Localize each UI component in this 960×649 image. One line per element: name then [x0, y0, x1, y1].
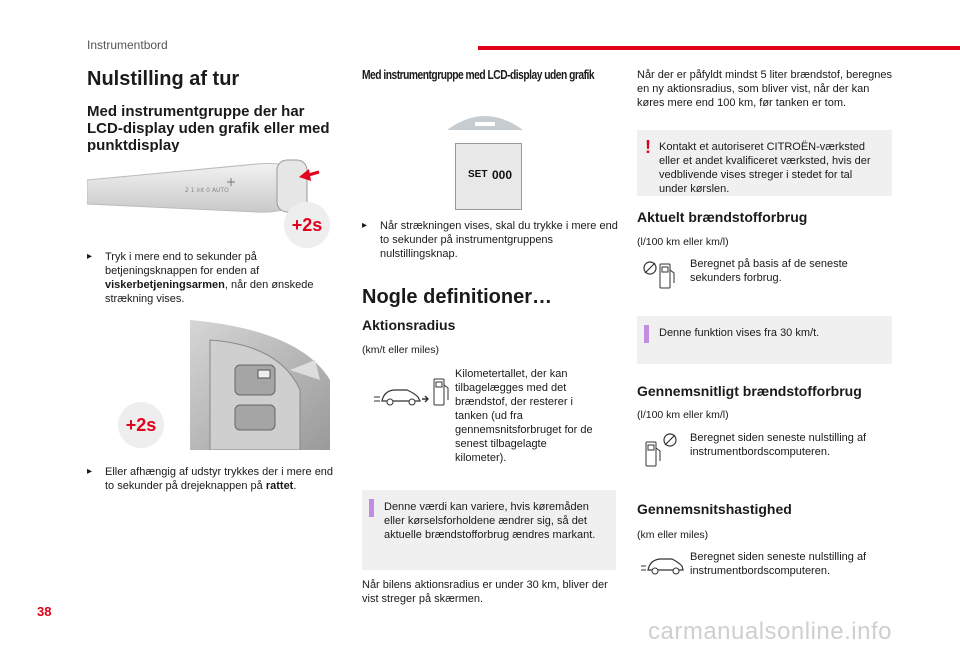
avg-consumption-title: Gennemsnitligt brændstofforbrug — [637, 383, 862, 399]
bullet-reset-instruction: ▸ Når strækningen vises, skal du trykke … — [362, 219, 618, 261]
wiper-stalk-illustration: 2 1 int 0 AUTO — [86, 152, 337, 242]
page-number: 38 — [37, 604, 52, 619]
info-marker-icon — [644, 325, 649, 343]
current-consumption-info-box: Denne funktion vises fra 30 km/t. — [637, 316, 892, 364]
avg-speed-unit: (km eller miles) — [637, 529, 709, 541]
range-info-text: Denne værdi kan variere, hvis køremåden … — [384, 501, 596, 541]
cluster-top-illustration — [445, 108, 525, 132]
avg-consumption-unit: (l/100 km eller km/l) — [637, 409, 729, 421]
current-consumption-description: Beregnet på basis af de seneste sekunder… — [690, 258, 848, 284]
section-header: Instrumentbord — [87, 38, 168, 52]
press-2s-badge: +2s — [284, 202, 330, 248]
wiper-stalk-icon: 2 1 int 0 AUTO — [86, 159, 320, 213]
header-rule — [478, 46, 960, 50]
avg-consumption-illustration — [640, 432, 685, 468]
lcd-display: SET 000 — [455, 143, 522, 210]
current-consumption-title: Aktuelt brændstofforbrug — [637, 209, 808, 225]
avg-speed-illustration — [640, 552, 685, 578]
avg-speed-title: Gennemsnitshastighed — [637, 501, 792, 517]
avg-consumption-description: Beregnet siden seneste nulstilling af in… — [690, 432, 867, 458]
bullet-text: Når strækningen vises, skal du trykke i … — [380, 220, 618, 260]
range-unit: (km/t eller miles) — [362, 344, 440, 356]
display-set-label: SET — [468, 169, 488, 180]
bullet-wiper-instruction: ▸ Tryk i mere end to sekunder på betjeni… — [87, 250, 342, 306]
svg-text:2 1 int 0 AUTO: 2 1 int 0 AUTO — [185, 187, 229, 194]
bullet-steering-wheel-instruction: ▸ Eller afhængig af udstyr trykkes der i… — [87, 465, 342, 493]
watermark-text: carmanualsonline.info — [648, 618, 892, 645]
range-title: Aktionsradius — [362, 317, 456, 333]
car-speed-icon — [641, 558, 684, 575]
bullet-arrow-icon: ▸ — [87, 251, 93, 262]
steering-wheel-icon — [190, 320, 330, 451]
avg-speed-description: Beregnet siden seneste nulstilling af in… — [690, 551, 867, 577]
warning-box: ! Kontakt et autoriseret CITROËN-værkste… — [637, 130, 892, 196]
info-marker-icon — [369, 499, 374, 517]
bullet-arrow-icon: ▸ — [362, 220, 368, 231]
range-low-note: Når bilens aktionsradius er under 30 km,… — [362, 579, 608, 605]
bullet-arrow-icon: ▸ — [87, 466, 93, 477]
bullet-text: Tryk i mere end to sekunder på betjening… — [105, 251, 314, 305]
press-2s-badge-wheel: +2s — [118, 402, 164, 448]
range-info-box: Denne værdi kan variere, hvis køremåden … — [362, 490, 616, 570]
definitions-title: Nogle definitioner… — [362, 286, 552, 308]
subtitle-lcd-display: Med instrumentgruppe med LCD-display ude… — [362, 68, 595, 82]
warning-text: Kontakt et autoriseret CITROËN-værksted … — [659, 141, 871, 195]
current-info-text: Denne funktion vises fra 30 km/t. — [659, 327, 820, 339]
fuel-pump-average-icon — [645, 433, 677, 467]
current-consumption-illustration — [640, 258, 685, 292]
range-illustration — [372, 375, 452, 415]
range-description: Kilometertallet, der kan tilbagelægges m… — [455, 368, 593, 464]
current-consumption-unit: (l/100 km eller km/l) — [637, 236, 729, 248]
display-value: 000 — [492, 168, 513, 182]
car-fuel-range-icon — [374, 378, 449, 406]
steering-wheel-illustration — [180, 320, 340, 451]
warning-exclamation-icon: ! — [645, 137, 651, 157]
bullet-text: Eller afhængig af udstyr trykkes der i m… — [105, 466, 334, 492]
subtitle-lcd-no-graphics: Med instrumentgruppe der har LCD-display… — [87, 103, 330, 154]
fuel-pump-current-icon — [643, 261, 675, 289]
intro-text: Når der er påfyldt mindst 5 liter brænds… — [637, 69, 892, 109]
instrument-cluster-icon — [447, 116, 523, 130]
page-title: Nulstilling af tur — [87, 68, 240, 90]
